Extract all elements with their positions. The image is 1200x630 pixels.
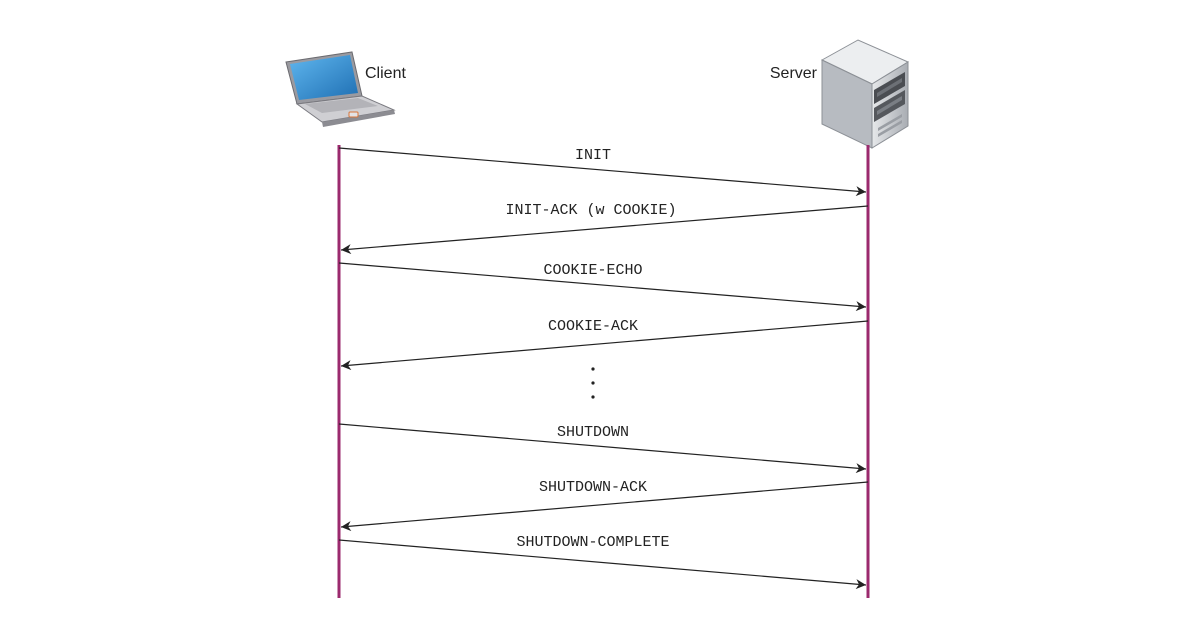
message-5: SHUTDOWN [338, 423, 867, 474]
message-2: INIT-ACK (w COOKIE) [340, 202, 869, 255]
message-arrow [338, 262, 867, 312]
message-7: SHUTDOWN-COMPLETE [338, 534, 867, 590]
message-label: INIT-ACK (w COOKIE) [505, 202, 676, 219]
message-arrow [340, 320, 869, 371]
client-label: Client [365, 65, 406, 82]
ellipsis-dot [591, 395, 595, 399]
message-arrow [338, 423, 867, 474]
message-label: COOKIE-ECHO [543, 262, 642, 279]
message-3: COOKIE-ECHO [338, 262, 867, 312]
message-6: SHUTDOWN-ACK [340, 479, 869, 532]
server-icon [820, 39, 910, 149]
message-4: COOKIE-ACK [340, 318, 869, 371]
laptop-icon [285, 51, 396, 127]
message-label: SHUTDOWN-COMPLETE [516, 534, 669, 551]
ellipsis-dot [591, 381, 595, 385]
message-label: SHUTDOWN-ACK [539, 479, 647, 496]
server-label: Server [770, 65, 818, 82]
message-arrow [340, 205, 869, 255]
ellipsis-dot [591, 367, 595, 371]
message-1: INIT [338, 147, 867, 197]
message-arrow [340, 481, 869, 532]
message-label: INIT [575, 147, 611, 164]
message-label: COOKIE-ACK [548, 318, 638, 335]
message-arrow [338, 147, 867, 197]
message-arrow [338, 539, 867, 590]
message-label: SHUTDOWN [557, 424, 629, 441]
continuation-ellipsis [591, 367, 595, 399]
